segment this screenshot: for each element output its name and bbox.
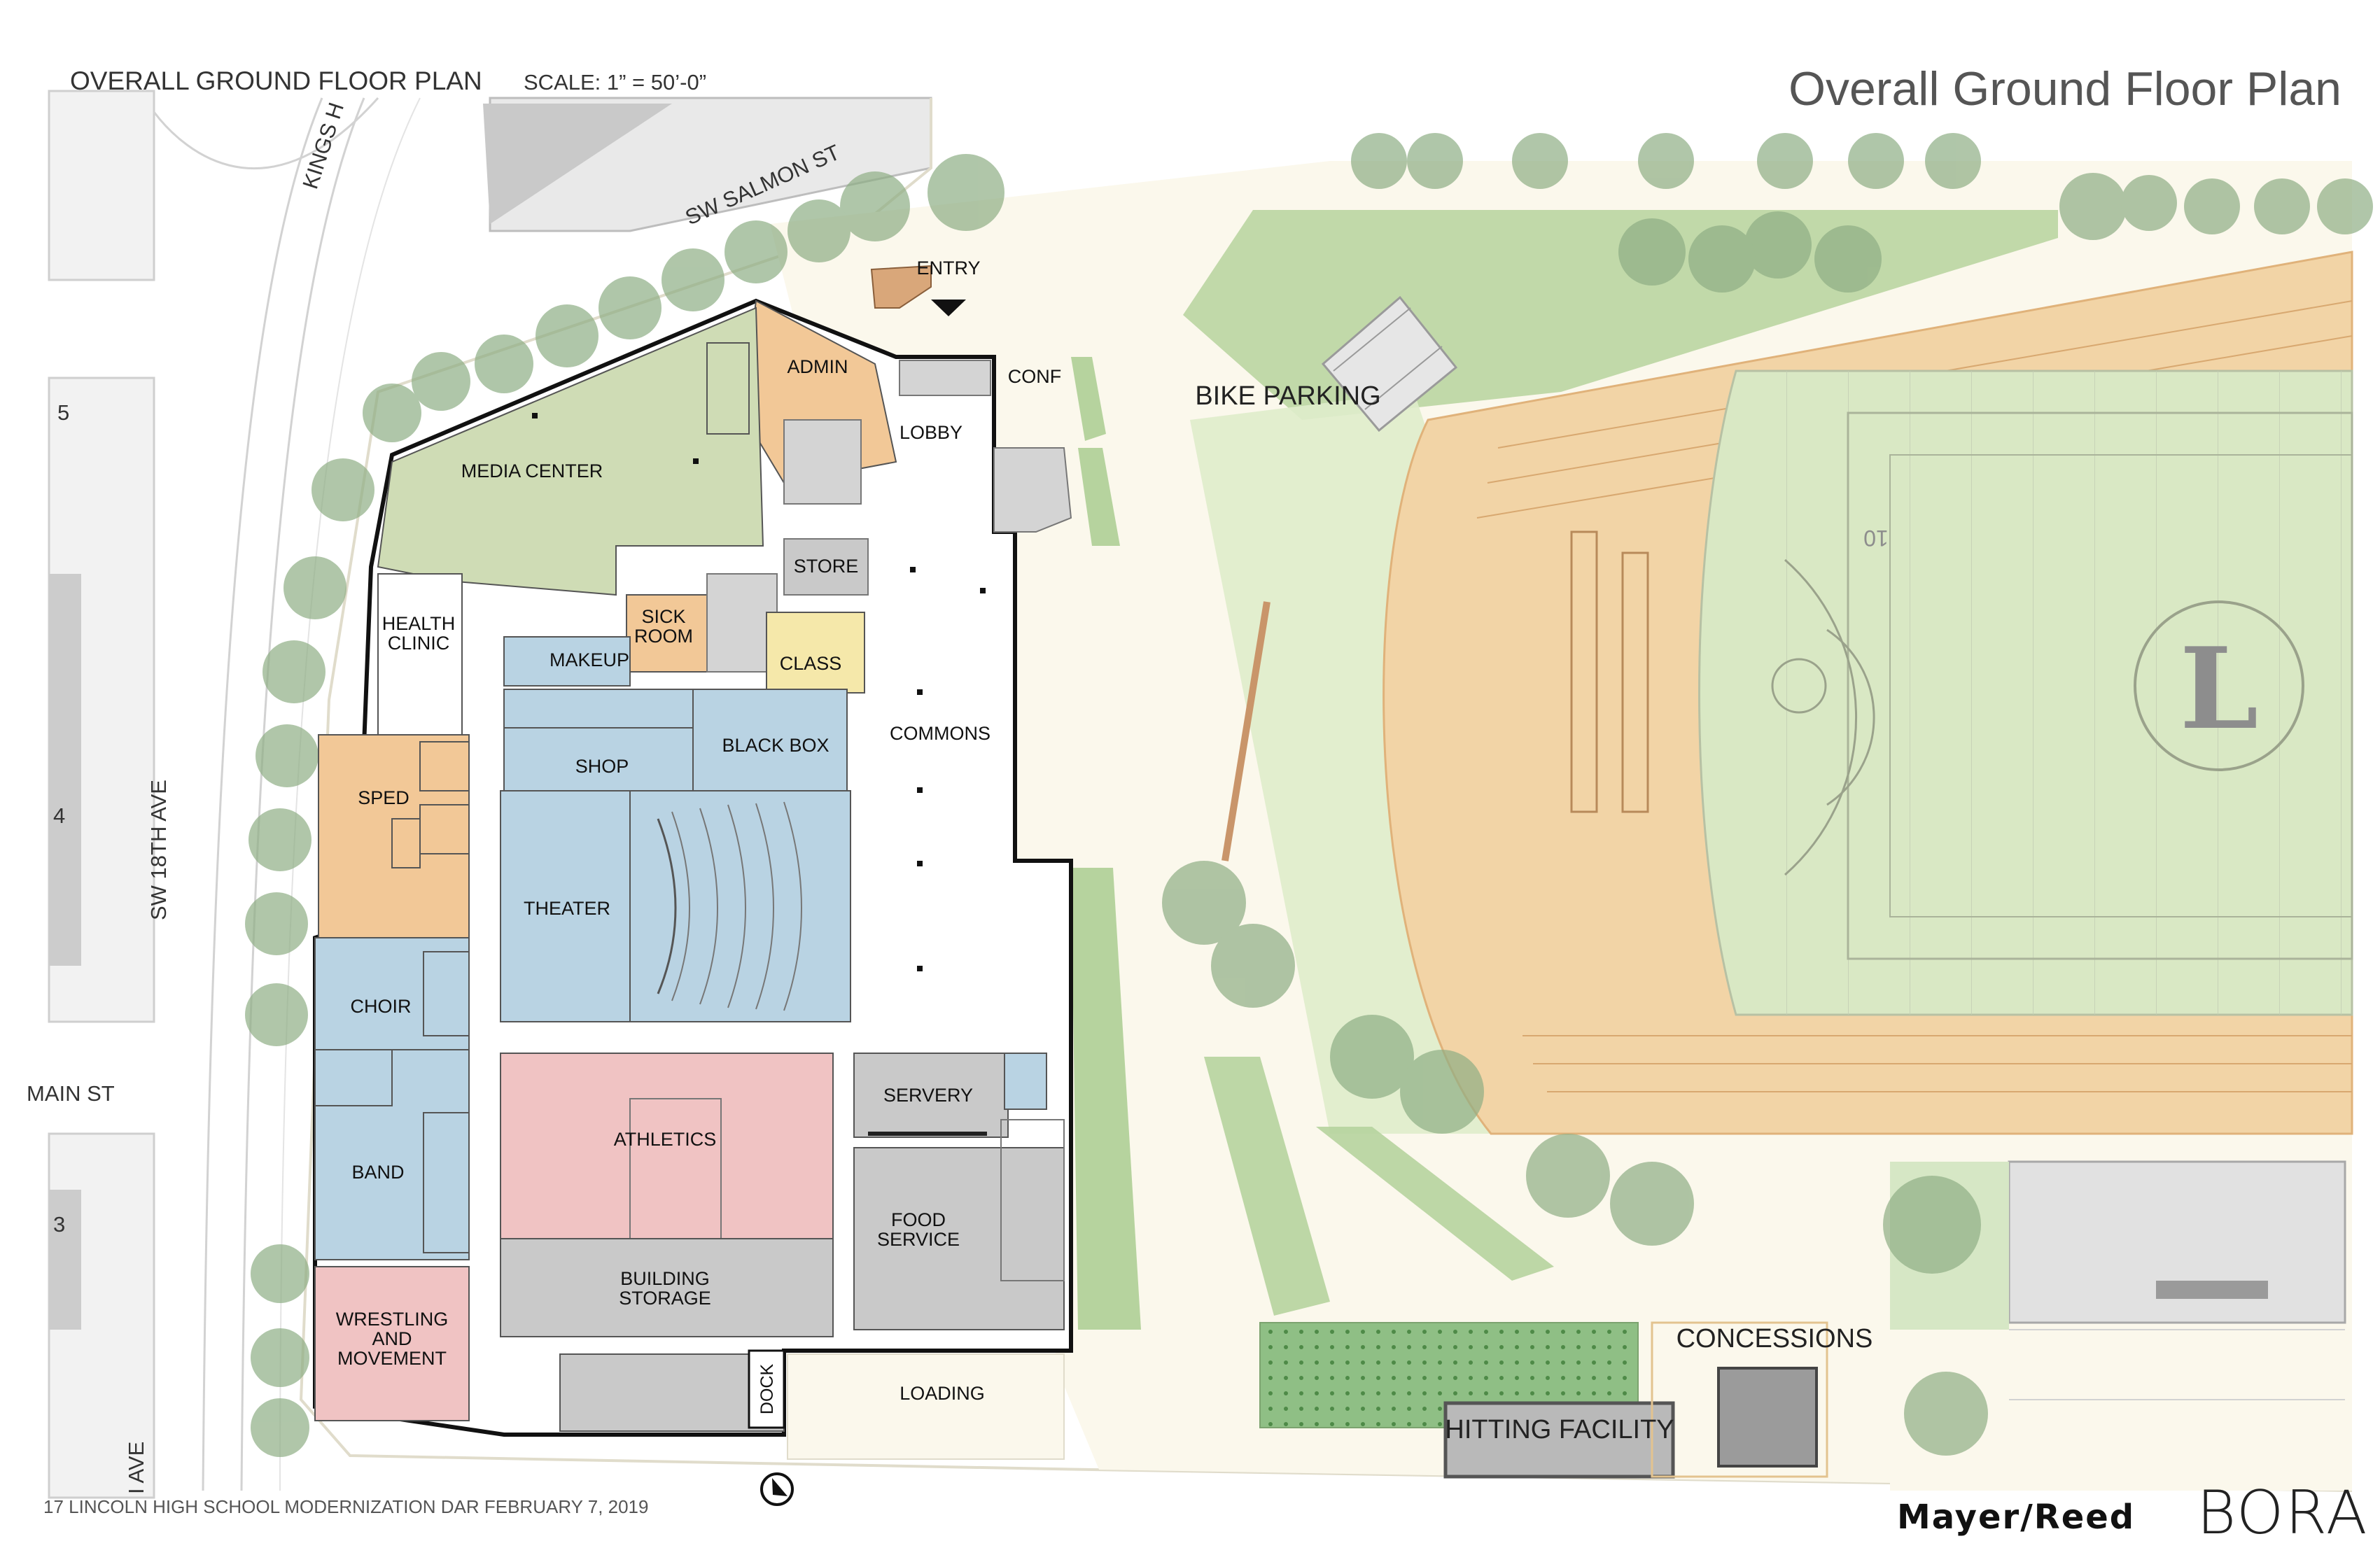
- loading-area: [787, 1353, 1065, 1460]
- label-bike-parking: BIKE PARKING: [1195, 381, 1380, 411]
- center-circle: [2134, 600, 2304, 771]
- label-health-clinic-1: HEALTH: [382, 613, 456, 634]
- label-choir: CHOIR: [351, 996, 412, 1017]
- media-center-area: [377, 307, 764, 596]
- label-wrestling-3: MOVEMENT: [337, 1348, 447, 1369]
- servery-area: [853, 1053, 1009, 1138]
- label-media-center: MEDIA CENTER: [461, 460, 603, 481]
- hitting-facility-box: [1443, 1401, 1675, 1479]
- grid-number-3: 3: [53, 1212, 65, 1237]
- entry-canopy: [870, 265, 932, 309]
- logo-mayer-reed: Mayer/Reed: [1897, 1498, 2136, 1537]
- yard-marker: 10: [1863, 526, 1889, 551]
- makeup-area: [503, 636, 631, 687]
- logo-bora: BORA: [2197, 1478, 2369, 1548]
- class-area: [766, 612, 865, 694]
- label-class: CLASS: [780, 653, 842, 674]
- label-food-service-2: SERVICE: [877, 1229, 960, 1250]
- sped-area: [318, 734, 470, 938]
- store-area: [783, 538, 869, 596]
- dock-area: [748, 1349, 785, 1429]
- label-sick-room-2: ROOM: [634, 626, 693, 647]
- health-clinic-area: [377, 573, 463, 736]
- building: [313, 265, 1073, 1506]
- choir-area: [314, 937, 470, 1050]
- scale-note: SCALE: 1” = 50’-0”: [524, 70, 707, 94]
- street-18th: SW 18TH AVE: [146, 780, 171, 920]
- athletics-area: [500, 1053, 834, 1239]
- label-building-storage-2: STORAGE: [619, 1288, 711, 1309]
- field-letter: L: [2180, 623, 2259, 754]
- concessions-building: [1717, 1367, 1818, 1468]
- label-sick-room-1: SICK: [641, 606, 685, 627]
- label-conf: CONF: [1008, 366, 1062, 387]
- page-title: Overall Ground Floor Plan: [1788, 62, 2342, 115]
- block-left-top: [48, 90, 155, 281]
- label-concessions: CONCESSIONS: [1676, 1324, 1873, 1353]
- bike-parking-shelter: [1321, 295, 1458, 432]
- label-makeup: MAKEUP: [550, 649, 629, 670]
- street-ave: I AVE: [124, 1442, 148, 1494]
- label-hitting-facility: HITTING FACILITY: [1445, 1415, 1674, 1444]
- label-servery: SERVERY: [883, 1085, 973, 1106]
- room-labels: ENTRY CONF ADMIN LOBBY MEDIA CENTER STOR…: [336, 258, 1062, 1414]
- label-health-clinic-2: CLINIC: [388, 633, 450, 654]
- label-theater: THEATER: [524, 898, 610, 919]
- label-loading: LOADING: [899, 1383, 985, 1404]
- street-main: MAIN ST: [27, 1081, 115, 1106]
- footer-caption: 17 LINCOLN HIGH SCHOOL MODERNIZATION DAR…: [43, 1496, 649, 1517]
- black-box-area: [692, 689, 848, 791]
- label-black-box: BLACK BOX: [722, 735, 829, 756]
- trees: [245, 133, 2373, 1457]
- grid-number-4: 4: [53, 803, 65, 828]
- label-sped: SPED: [358, 787, 410, 808]
- label-athletics: ATHLETICS: [614, 1129, 717, 1150]
- label-commons: COMMONS: [890, 723, 990, 744]
- label-wrestling-1: WRESTLING: [336, 1309, 449, 1330]
- label-admin: ADMIN: [788, 356, 848, 377]
- food-service-area: [853, 1147, 1065, 1330]
- wrestling-area: [314, 1266, 470, 1421]
- label-dock: DOCK: [757, 1364, 777, 1415]
- label-wrestling-2: AND: [372, 1328, 412, 1349]
- label-food-service-1: FOOD: [891, 1209, 946, 1230]
- label-band: BAND: [351, 1162, 404, 1183]
- label-shop: SHOP: [575, 756, 629, 777]
- site-labels: BIKE PARKING CONCESSIONS HITTING FACILIT…: [1195, 381, 1872, 1444]
- label-building-storage-1: BUILDING: [620, 1268, 710, 1289]
- label-store: STORE: [794, 556, 859, 577]
- label-lobby: LOBBY: [899, 422, 962, 443]
- building-storage-area: [500, 1238, 834, 1337]
- label-entry: ENTRY: [916, 258, 980, 279]
- entry-arrow: [931, 300, 966, 316]
- grid-number-5: 5: [57, 400, 69, 425]
